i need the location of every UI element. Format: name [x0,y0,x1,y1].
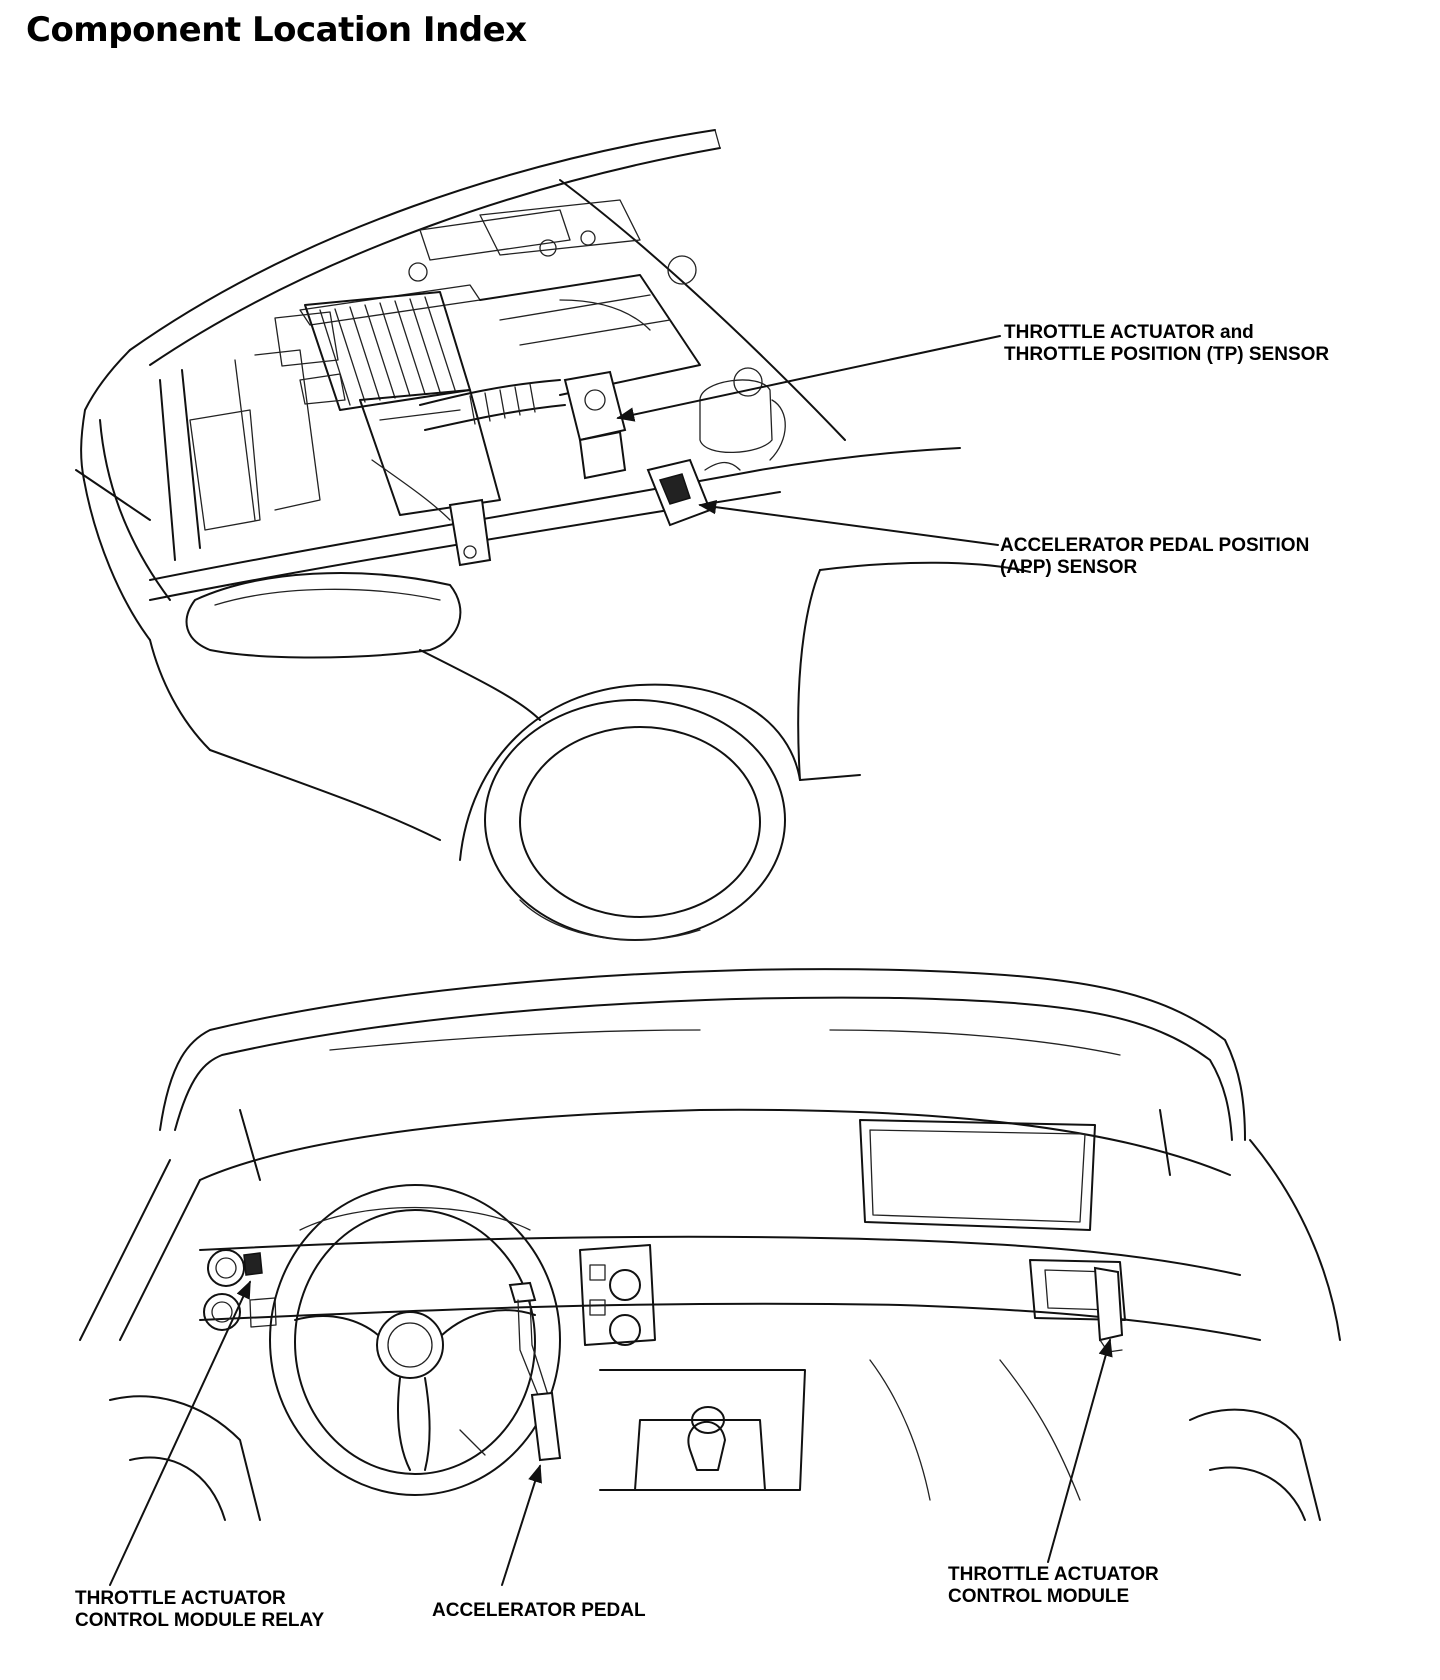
callout-leaders [109,335,1113,1586]
leader-module [1047,1338,1113,1563]
leader-tp-sensor [616,335,1001,422]
callout-accelerator-pedal: ACCELERATOR PEDAL [432,1600,646,1621]
leader-pedal [501,1464,542,1586]
callout-throttle-actuator-control-module: THROTTLE ACTUATOR CONTROL MODULE [948,1564,1159,1607]
engine-bay-illustration [75,129,1031,941]
callout-throttle-actuator-control-module-relay: THROTTLE ACTUATOR CONTROL MODULE RELAY [75,1588,325,1631]
callout-throttle-actuator-tp-sensor: THROTTLE ACTUATOR and THROTTLE POSITION … [1004,322,1330,365]
leader-relay [109,1280,251,1586]
leader-app-sensor [698,500,999,546]
dashboard-illustration [79,968,1341,1521]
page-title: Component Location Index [26,10,527,50]
callout-app-sensor: ACCELERATOR PEDAL POSITION (APP) SENSOR [1000,535,1310,578]
